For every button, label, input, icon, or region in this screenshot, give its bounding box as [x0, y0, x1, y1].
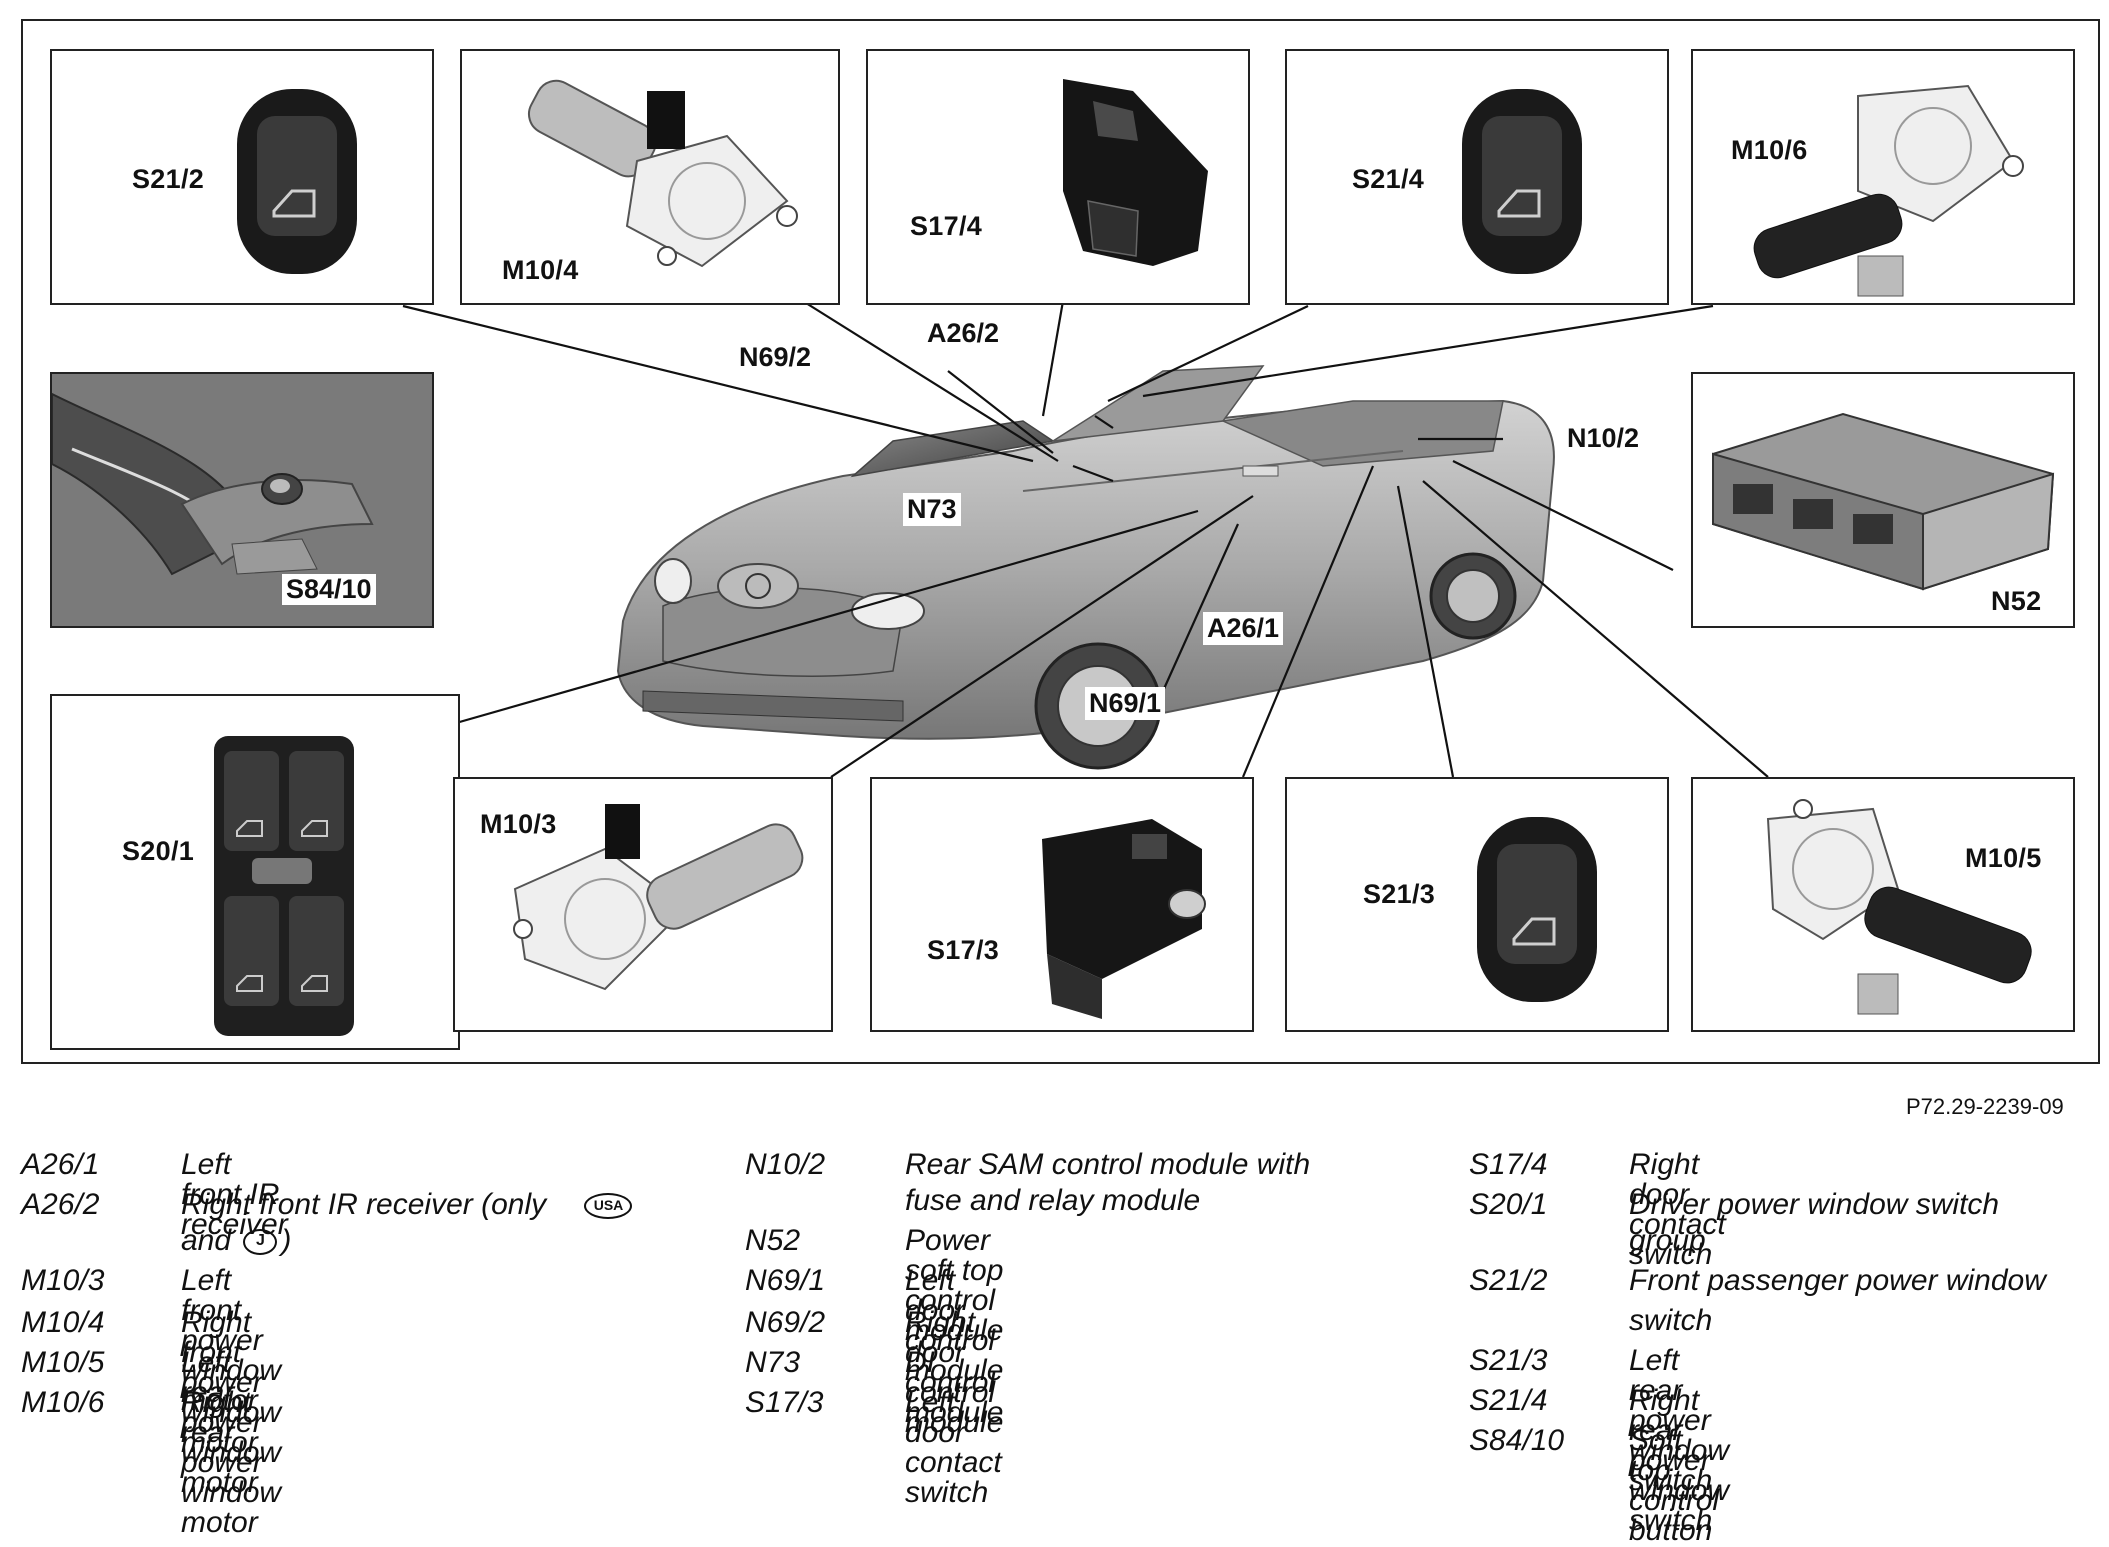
callout-a26-1: A26/1: [1203, 612, 1284, 645]
panel-m10-5: M10/5: [1691, 777, 2075, 1032]
legend-code: A26/2: [21, 1188, 100, 1221]
legend-desc: Left door control module: [905, 1264, 1004, 1387]
panel-label: M10/5: [1965, 843, 2042, 873]
window-motor-icon: [1766, 799, 2032, 1015]
panel-s21-3: S21/3: [1285, 777, 1669, 1032]
legend-desc: Right door control module: [905, 1306, 1004, 1429]
panel-label: S21/4: [1352, 164, 1425, 194]
legend-code: M10/6: [21, 1386, 105, 1419]
callout-n73: N73: [903, 493, 961, 526]
legend-desc-line: Right front IR receiver (only: [181, 1188, 547, 1221]
legend-desc: Right front power window motor: [181, 1306, 282, 1459]
usa-badge-icon: USA: [584, 1193, 633, 1220]
callout-n69-2: N69/2: [735, 341, 816, 374]
panel-s21-4: S21/4: [1285, 49, 1669, 305]
legend-desc: and J): [181, 1226, 291, 1256]
panel-label: S17/4: [910, 211, 983, 241]
panel-m10-3: M10/3: [453, 777, 833, 1032]
legend-code: M10/4: [21, 1306, 105, 1339]
door-contact-switch-icon: [1063, 79, 1208, 266]
legend-code: A26/1: [21, 1148, 100, 1181]
callout-n10-2: N10/2: [1563, 422, 1644, 455]
legend-desc: Rear SAM control module with: [905, 1148, 1311, 1181]
callout-a26-2: A26/2: [923, 317, 1004, 350]
legend-code: S21/4: [1469, 1384, 1548, 1417]
legend-desc: Front passenger power window: [1629, 1264, 2046, 1297]
panel-m10-6: M10/6: [1691, 49, 2075, 305]
panel-s84-10: S84/10: [50, 372, 434, 628]
legend-code: S20/1: [1469, 1188, 1548, 1221]
legend-code: N73: [745, 1346, 801, 1379]
legend-desc: group: [1629, 1224, 1706, 1257]
panel-s17-4: S17/4: [866, 49, 1250, 305]
panel-label: M10/3: [480, 809, 557, 839]
legend-desc: fuse and relay module: [905, 1184, 1201, 1217]
legend-code: S21/3: [1469, 1344, 1548, 1377]
panel-label: M10/6: [1731, 135, 1808, 165]
callout-n69-1: N69/1: [1085, 687, 1166, 720]
panel-label: M10/4: [502, 255, 579, 285]
legend-desc: Right rear power window motor: [181, 1386, 282, 1539]
legend-code: S21/2: [1469, 1264, 1548, 1297]
legend-desc: DI control module: [905, 1346, 1004, 1439]
legend-code: N10/2: [745, 1148, 826, 1181]
driver-switch-group-icon: [214, 736, 354, 1036]
panel-n52: N52: [1691, 372, 2075, 628]
legend-desc-line: and: [181, 1224, 232, 1257]
legend-desc: Right front IR receiver (only USA: [181, 1190, 636, 1220]
legend-desc: Left rear power window motor: [181, 1346, 282, 1499]
legend-desc: switch: [1629, 1304, 1713, 1337]
panel-s20-1: S20/1: [50, 694, 460, 1050]
panel-label: S17/3: [927, 935, 1000, 965]
panel-label: S84/10: [282, 574, 376, 605]
panel-m10-4: M10/4: [460, 49, 840, 305]
control-module-icon: [1712, 412, 2055, 591]
legend-code: S84/10: [1469, 1424, 1565, 1457]
legend-code: N69/2: [745, 1306, 826, 1339]
panel-label: S21/2: [132, 164, 205, 194]
legend-code: S17/3: [745, 1386, 824, 1419]
window-switch-icon: [1477, 817, 1597, 1002]
legend-code: M10/3: [21, 1264, 105, 1297]
legend-code: N69/1: [745, 1264, 826, 1297]
panel-s21-2: S21/2: [50, 49, 434, 305]
legend-code: N52: [745, 1224, 801, 1257]
window-motor-icon: [1753, 84, 2024, 297]
legend-desc: Left door contact switch: [905, 1386, 1002, 1509]
component-location-figure: S21/2 M10/4 S17/4 S21/4: [21, 19, 2100, 1064]
panel-s17-3: S17/3: [870, 777, 1254, 1032]
japan-badge-icon: J: [243, 1229, 278, 1256]
legend-code: M10/5: [21, 1346, 105, 1379]
figure-reference-code: P72.29-2239-09: [1906, 1094, 2064, 1119]
legend-desc: Right door contact switch: [1629, 1148, 1726, 1271]
soft-top-button-photo: [52, 374, 432, 626]
legend-desc: Left front power window motor: [181, 1264, 282, 1417]
legend-desc: Driver power window switch: [1629, 1188, 2000, 1221]
window-motor-icon: [513, 804, 804, 991]
panel-label: S20/1: [122, 836, 195, 866]
legend-desc: Left front IR receiver: [181, 1148, 288, 1241]
legend-code: S17/4: [1469, 1148, 1548, 1181]
door-contact-switch-icon: [1042, 819, 1206, 1019]
legend-desc: Power soft top control module: [905, 1224, 1004, 1347]
legend-desc-line: ): [281, 1224, 292, 1257]
panel-label: S21/3: [1363, 879, 1436, 909]
legend-desc: Soft top control button: [1629, 1424, 1720, 1547]
window-switch-icon: [237, 89, 357, 274]
car-illustration: [291, 297, 1769, 778]
panel-label: N52: [1991, 586, 2042, 616]
window-motor-icon: [527, 79, 798, 268]
window-switch-icon: [1462, 89, 1582, 274]
